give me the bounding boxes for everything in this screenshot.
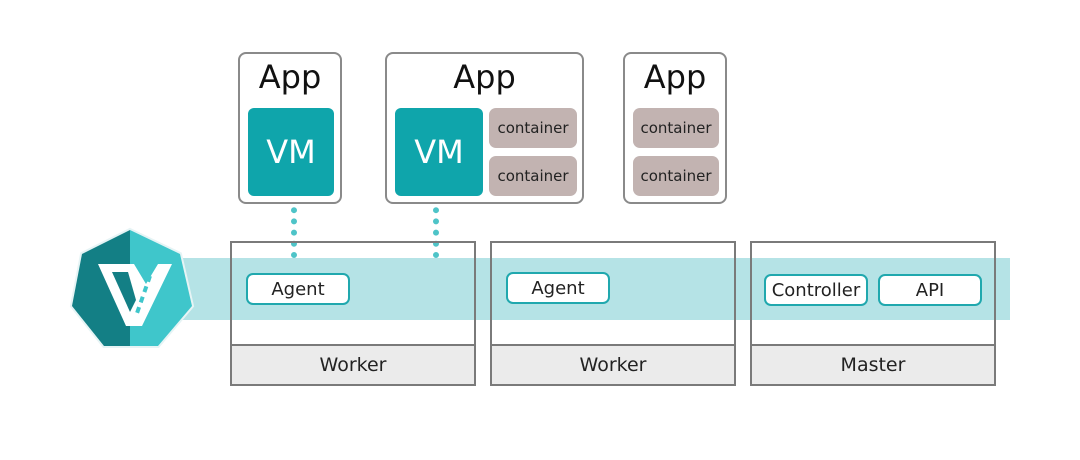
container-block: container [489,108,577,148]
kubevirt-logo-icon [68,226,198,352]
vm-agent-link-2 [433,196,439,258]
agent-pill: Agent [246,273,350,305]
app-title: App [258,58,322,96]
container-block: container [633,156,719,196]
container-block: container [489,156,577,196]
app-box-2: App VM container container [385,52,584,204]
vm-block: VM [395,108,483,196]
vm-agent-link-1 [291,196,297,258]
app-box-1: App VM [238,52,342,204]
app-title: App [453,58,516,96]
node-label: Worker [490,344,736,386]
api-pill: API [878,274,982,306]
app-title: App [643,58,707,96]
controller-pill: Controller [764,274,868,306]
node-label: Worker [230,344,476,386]
vm-block: VM [248,108,334,196]
container-block: container [633,108,719,148]
agent-pill: Agent [506,272,610,304]
app-box-3: App container container [623,52,727,204]
node-label: Master [750,344,996,386]
